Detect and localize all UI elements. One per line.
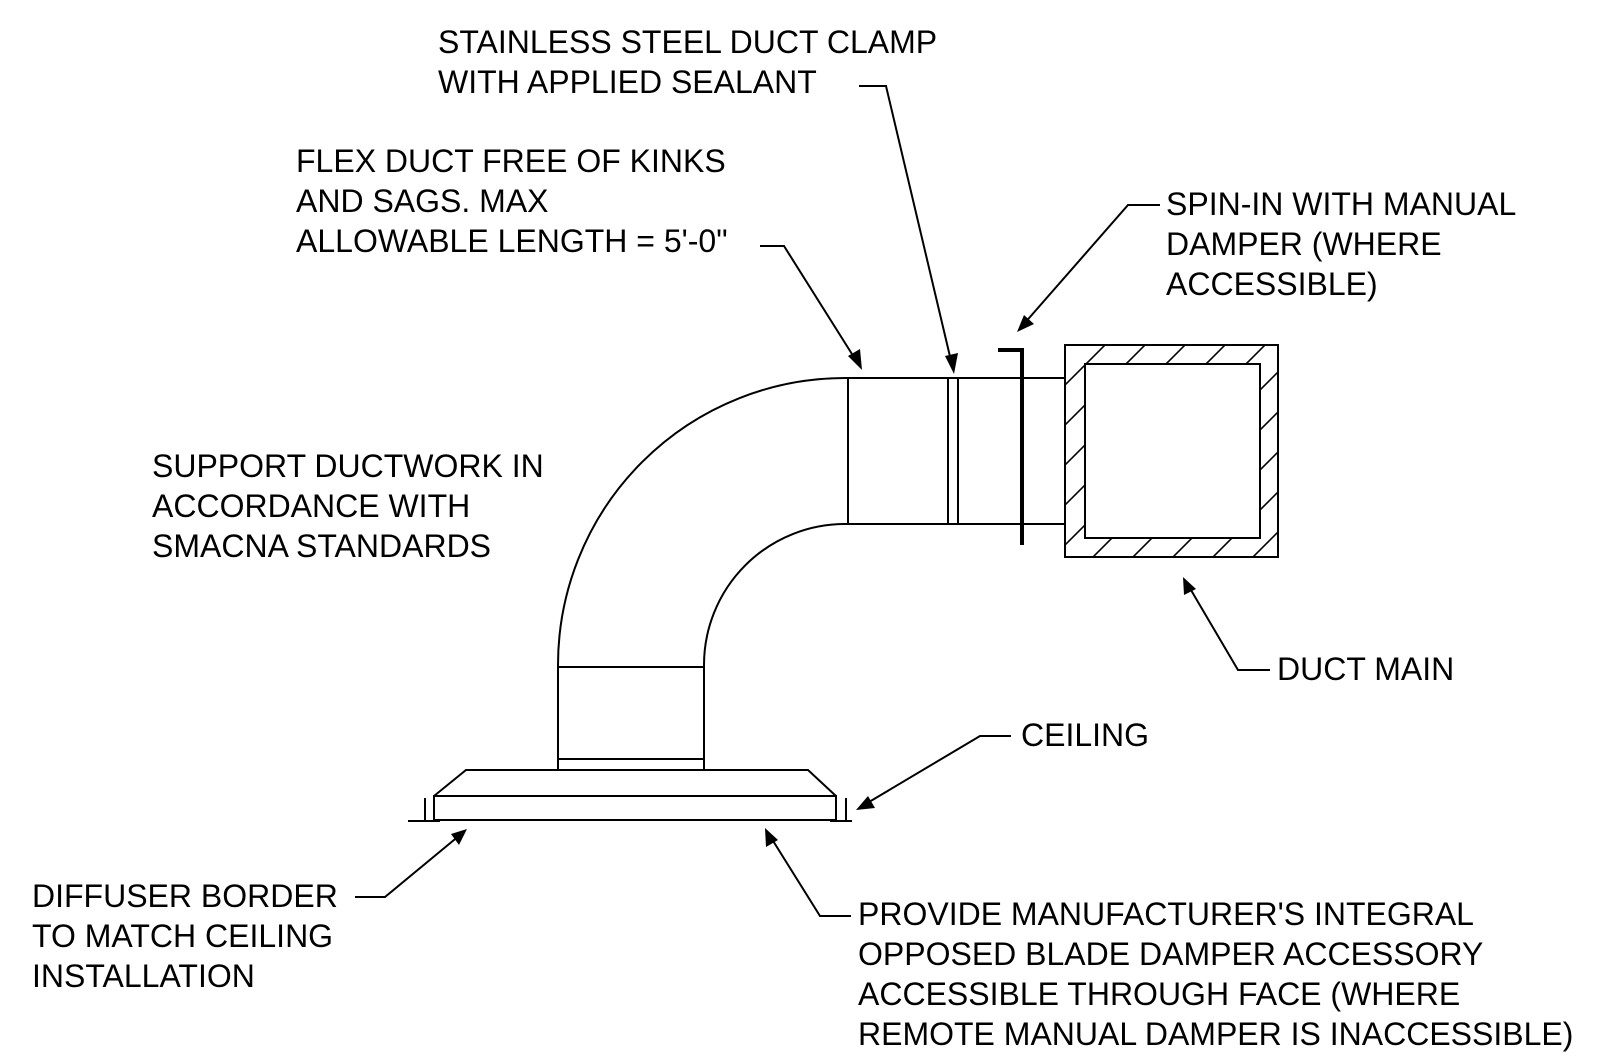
leader-clamp — [859, 85, 958, 374]
diffuser-bevel — [433, 769, 837, 797]
leader-spin-in — [1017, 204, 1160, 332]
note-support-line-1: SUPPORT DUCTWORK IN — [152, 448, 544, 484]
elbow-inner-arc — [703, 523, 846, 666]
note-flex-line-3: ALLOWABLE LENGTH = 5'-0" — [296, 223, 728, 259]
leader-duct-main — [1183, 577, 1270, 671]
note-damper-line-2: OPPOSED BLADE DAMPER ACCESSORY — [858, 936, 1483, 972]
note-flex-duct: FLEX DUCT FREE OF KINKS AND SAGS. MAX AL… — [296, 143, 728, 259]
note-support-line-3: SMACNA STANDARDS — [152, 528, 491, 564]
note-clamp-line-2: WITH APPLIED SEALANT — [438, 64, 817, 100]
note-clamp: STAINLESS STEEL DUCT CLAMP WITH APPLIED … — [438, 24, 937, 100]
note-diffuser: DIFFUSER BORDER TO MATCH CEILING INSTALL… — [32, 878, 338, 994]
duct-main-outer — [1064, 344, 1279, 558]
note-damper-line-4: REMOTE MANUAL DAMPER IS INACCESSIBLE) — [858, 1016, 1573, 1052]
note-duct-main-text: DUCT MAIN — [1277, 651, 1454, 687]
note-spin-in-line-1: SPIN-IN WITH MANUAL — [1166, 186, 1516, 222]
note-damper-line-1: PROVIDE MANUFACTURER'S INTEGRAL — [858, 896, 1474, 932]
diffuser-border — [433, 795, 837, 821]
leader-ceiling — [856, 735, 1011, 810]
flex-duct-elbow — [557, 377, 846, 770]
spin-in-damper — [998, 348, 1024, 545]
note-support: SUPPORT DUCTWORK IN ACCORDANCE WITH SMAC… — [152, 448, 544, 564]
note-diffuser-line-1: DIFFUSER BORDER — [32, 878, 338, 914]
note-flex-line-2: AND SAGS. MAX — [296, 183, 549, 219]
duct-main-inner — [1084, 363, 1261, 539]
note-clamp-line-1: STAINLESS STEEL DUCT CLAMP — [438, 24, 937, 60]
leader-damper — [765, 828, 851, 917]
diffuser — [433, 769, 837, 821]
note-spin-in: SPIN-IN WITH MANUAL DAMPER (WHERE ACCESS… — [1166, 186, 1516, 302]
note-diffuser-line-3: INSTALLATION — [32, 958, 255, 994]
note-damper-line-3: ACCESSIBLE THROUGH FACE (WHERE — [858, 976, 1460, 1012]
leader-flex — [760, 245, 862, 370]
ceiling-grid — [408, 798, 852, 822]
note-duct-main: DUCT MAIN — [1277, 651, 1454, 687]
note-support-line-2: ACCORDANCE WITH — [152, 488, 470, 524]
branch-duct — [845, 377, 1065, 525]
note-damper: PROVIDE MANUFACTURER'S INTEGRAL OPPOSED … — [858, 896, 1573, 1052]
note-spin-in-line-2: DAMPER (WHERE — [1166, 226, 1442, 262]
note-ceiling: CEILING — [1021, 717, 1149, 753]
note-flex-line-1: FLEX DUCT FREE OF KINKS — [296, 143, 726, 179]
note-ceiling-text: CEILING — [1021, 717, 1149, 753]
elbow-outer-arc — [557, 377, 846, 666]
note-diffuser-line-2: TO MATCH CEILING — [32, 918, 333, 954]
leader-diffuser — [355, 829, 467, 898]
note-spin-in-line-3: ACCESSIBLE) — [1166, 266, 1378, 302]
